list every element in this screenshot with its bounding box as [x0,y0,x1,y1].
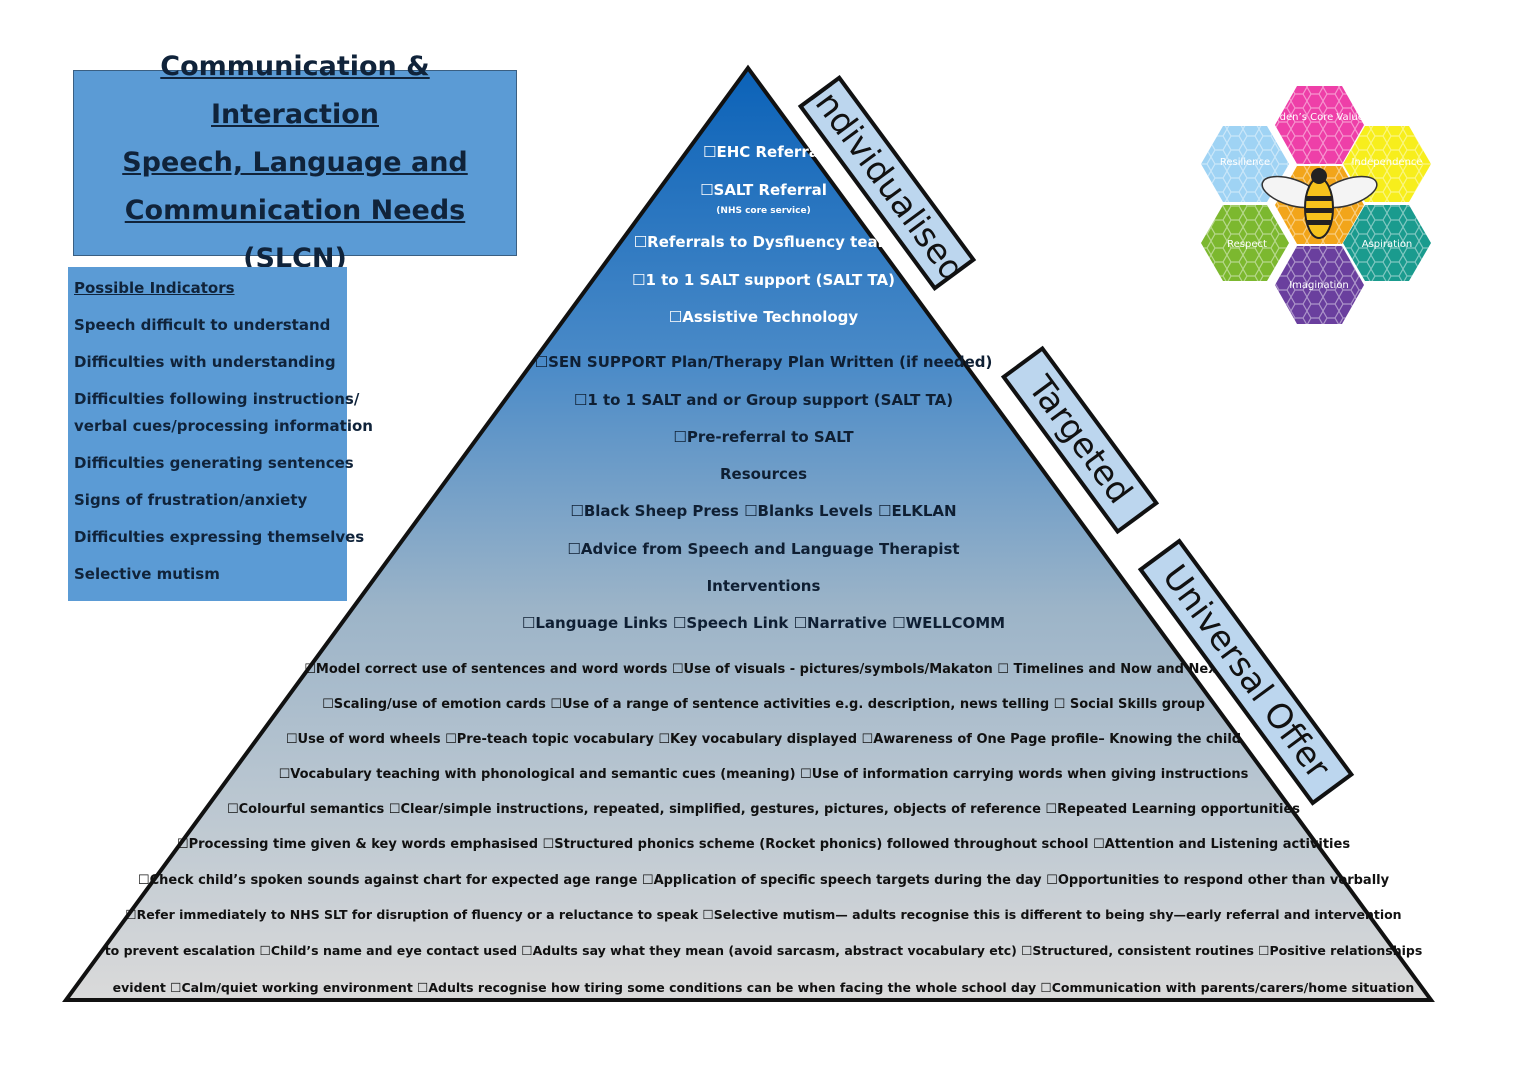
hex-imagination: Imagination [1275,246,1364,324]
core-values-logo: Arden’s Core Values Resilience Independe… [1201,86,1431,324]
targeted-line: ☐Language Links ☐Speech Link ☐Narrative … [521,614,1006,632]
individualised-line: ☐EHC Referral [703,143,824,161]
universal-line: ☐Use of word wheels ☐Pre-teach topic voc… [285,732,1242,747]
universal-line: ☐Refer immediately to NHS SLT for disrup… [125,907,1402,922]
individualised-line: ☐1 to 1 SALT support (SALT TA) [632,271,895,289]
universal-line: ☐Scaling/use of emotion cards ☐Use of a … [322,697,1205,712]
universal-line: ☐Processing time given & key words empha… [176,837,1351,852]
value-label: Respect [1227,239,1267,250]
universal-line: ☐Model correct use of sentences and word… [304,662,1223,677]
targeted-line: ☐1 to 1 SALT and or Group support (SALT … [573,391,954,409]
indicator-item: Difficulties expressing themselves [74,528,365,546]
indicator-item: Signs of frustration/anxiety [74,491,308,509]
universal-line: ☐Check child’s spoken sounds against cha… [137,873,1390,888]
value-label: Resilience [1220,157,1270,168]
title-box: Communication & Interaction Speech, Lang… [73,51,517,274]
targeted-line: ☐Pre-referral to SALT [673,428,854,446]
pyramid-shape [62,64,1435,1002]
individualised-line: ☐Referrals to Dysfluency team [633,233,894,251]
targeted-subheading: Interventions [706,577,821,595]
value-label: Aspiration [1362,239,1413,250]
indicator-item: Difficulties with understanding [74,353,336,371]
universal-line: to prevent escalation ☐Child’s name and … [104,943,1423,958]
universal-line: evident ☐Calm/quiet working environment … [112,980,1415,995]
targeted-line: ☐Advice from Speech and Language Therapi… [567,540,960,558]
indicators-panel: Possible Indicators Speech difficult to … [68,267,373,601]
core-values-text: Arden’s Core Values [1269,112,1369,123]
universal-line: ☐Colourful semantics ☐Clear/simple instr… [226,802,1301,817]
indicator-item: Speech difficult to understand [74,316,331,334]
individualised-line: ☐SALT Referral [700,181,827,199]
title-line-1: Communication & Interaction [160,51,430,130]
targeted-line: ☐Black Sheep Press ☐Blanks Levels ☐ELKLA… [570,502,957,520]
hex-aspiration: Aspiration [1343,205,1431,281]
indicator-item: Difficulties generating sentences [74,454,354,472]
value-label: Independence [1351,157,1422,168]
hex-core-values: Arden’s Core Values [1269,86,1369,164]
bee-icon [1261,168,1378,239]
value-label: Imagination [1289,280,1349,291]
hex-respect: Respect [1201,205,1289,281]
indicators-heading: Possible Indicators [74,279,235,297]
individualised-note: (NHS core service) [716,206,811,216]
indicator-item: Selective mutism [74,565,220,583]
universal-line: ☐Vocabulary teaching with phonological a… [278,767,1249,782]
targeted-line: ☐SEN SUPPORT Plan/Therapy Plan Written (… [534,353,993,371]
targeted-subheading: Resources [719,465,808,483]
indicator-item: verbal cues/processing information [74,417,373,435]
title-line-2: Speech, Language and [122,147,468,178]
indicator-item: Difficulties following instructions/ [74,390,360,408]
individualised-line: ☐Assistive Technology [668,308,859,326]
